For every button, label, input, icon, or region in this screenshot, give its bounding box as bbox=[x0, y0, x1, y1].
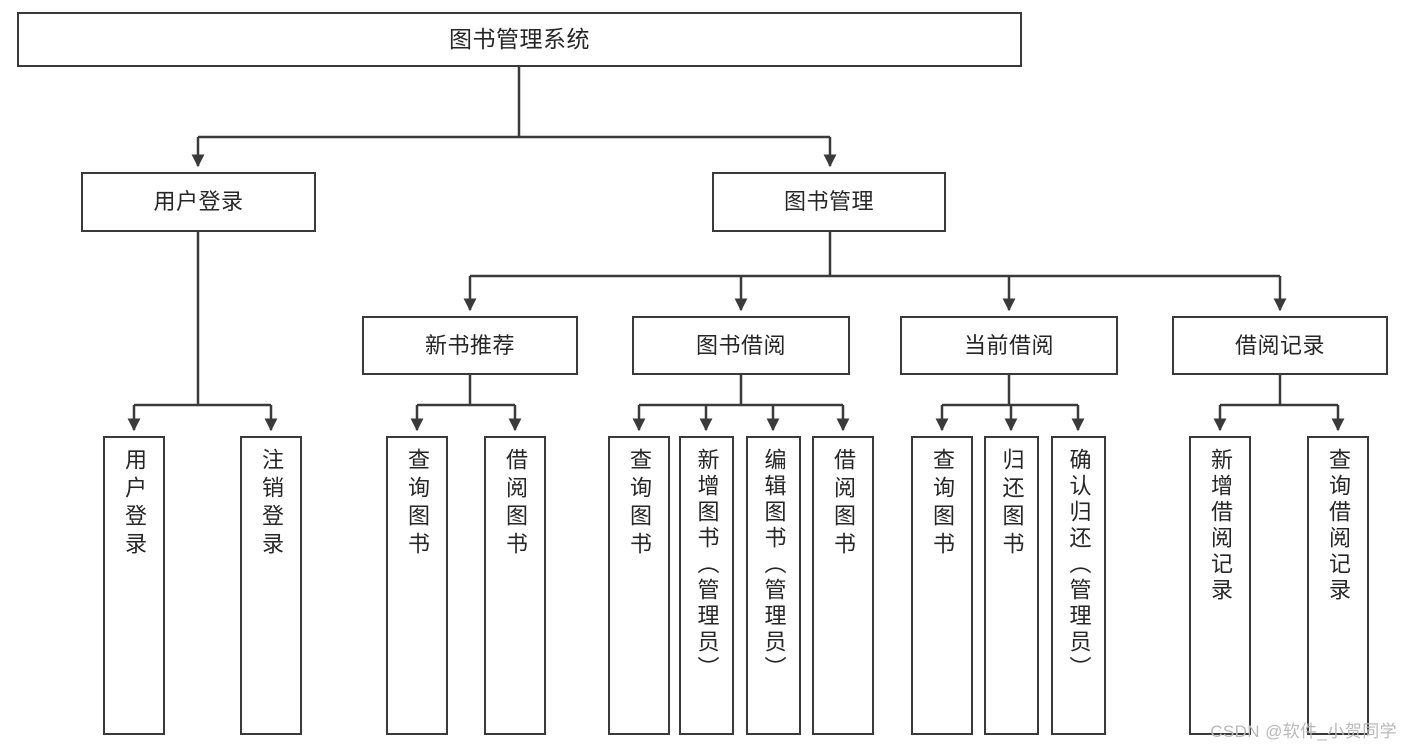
node-label: 图书管理系统 bbox=[449, 25, 590, 52]
node-book-borrow[interactable]: 图书借阅 bbox=[632, 316, 850, 375]
node-root[interactable]: 图书管理系统 bbox=[17, 12, 1022, 67]
leaf-query-book-borrow[interactable]: 查询图书 bbox=[608, 436, 670, 735]
leaf-borrow-book-recommend[interactable]: 借阅图书 bbox=[484, 436, 546, 735]
node-label: 编辑图书（管理员） bbox=[761, 448, 787, 682]
leaf-add-borrow-record[interactable]: 新增借阅记录 bbox=[1189, 436, 1251, 735]
node-book-management[interactable]: 图书管理 bbox=[712, 172, 946, 232]
leaf-add-book-admin[interactable]: 新增图书（管理员） bbox=[679, 436, 734, 735]
node-label: 新增图书（管理员） bbox=[694, 448, 720, 682]
node-label: 用户登录 bbox=[122, 448, 147, 560]
node-label: 新增借阅记录 bbox=[1208, 448, 1233, 604]
node-borrow-record[interactable]: 借阅记录 bbox=[1172, 316, 1388, 375]
leaf-query-borrow-record[interactable]: 查询借阅记录 bbox=[1307, 436, 1369, 735]
node-label: 注销登录 bbox=[259, 448, 284, 560]
leaf-logout[interactable]: 注销登录 bbox=[240, 436, 302, 735]
node-label: 借阅记录 bbox=[1234, 332, 1325, 358]
node-label: 新书推荐 bbox=[424, 332, 515, 358]
leaf-return-book[interactable]: 归还图书 bbox=[984, 436, 1039, 735]
node-label: 归还图书 bbox=[999, 448, 1025, 560]
leaf-user-login[interactable]: 用户登录 bbox=[103, 436, 165, 735]
node-new-book-recommend[interactable]: 新书推荐 bbox=[362, 316, 578, 375]
leaf-query-book-current[interactable]: 查询图书 bbox=[911, 436, 973, 735]
node-label: 查询图书 bbox=[405, 448, 430, 560]
leaf-edit-book-admin[interactable]: 编辑图书（管理员） bbox=[746, 436, 801, 735]
node-label: 确认归还（管理员） bbox=[1066, 448, 1092, 682]
node-label: 查询图书 bbox=[930, 448, 955, 560]
node-label: 查询借阅记录 bbox=[1326, 448, 1351, 604]
node-label: 当前借阅 bbox=[963, 332, 1054, 358]
node-label: 查询图书 bbox=[627, 448, 652, 560]
leaf-confirm-return-admin[interactable]: 确认归还（管理员） bbox=[1051, 436, 1106, 735]
leaf-query-book-recommend[interactable]: 查询图书 bbox=[386, 436, 448, 735]
node-label: 借阅图书 bbox=[503, 448, 528, 560]
node-label: 借阅图书 bbox=[831, 448, 856, 560]
node-label: 图书管理 bbox=[783, 189, 874, 215]
leaf-borrow-book[interactable]: 借阅图书 bbox=[812, 436, 874, 735]
node-user-login[interactable]: 用户登录 bbox=[81, 172, 316, 232]
node-label: 用户登录 bbox=[153, 189, 244, 215]
node-current-borrow[interactable]: 当前借阅 bbox=[900, 316, 1118, 375]
watermark: CSDN @软件_小贺同学 bbox=[1210, 722, 1397, 741]
node-label: 图书借阅 bbox=[695, 332, 786, 358]
